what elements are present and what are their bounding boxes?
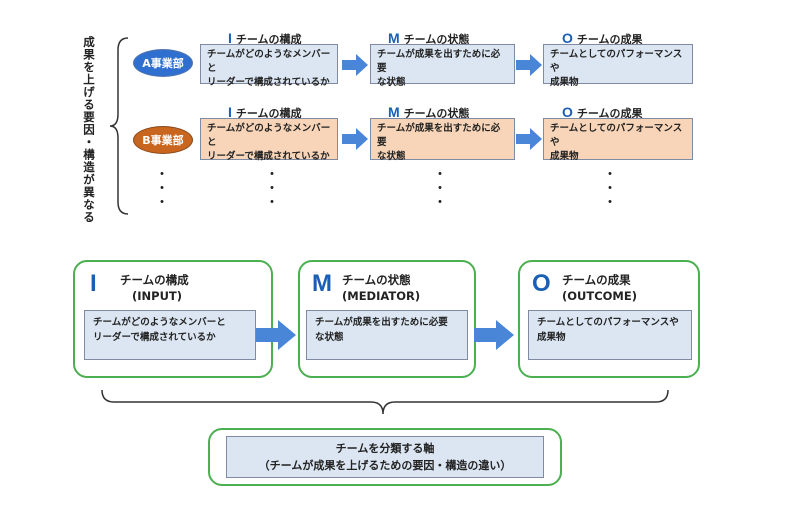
model-input-desc: チームがどのようなメンバーと リーダーで構成されているか xyxy=(84,310,256,360)
arrow-a-2 xyxy=(516,54,542,76)
row-a-mediator-box: チームが成果を出すために必要 な状態 xyxy=(370,44,515,88)
row-b-input-box: チームがどのようなメンバーと リーダーで構成されているか xyxy=(200,118,338,162)
model-mediator-letter: M xyxy=(312,270,332,297)
axis-line2: （チームが成果を上げるための要因・構造の違い） xyxy=(258,459,512,472)
dots-outcome: ・・・ xyxy=(603,167,617,211)
axis-label-box: チームを分類する軸 （チームが成果を上げるための要因・構造の違い） xyxy=(226,436,544,478)
row-a-outcome-box: チームとしてのパフォーマンスや 成果物 xyxy=(543,44,693,88)
arrow-a-1 xyxy=(342,54,368,76)
dots-mediator: ・・・ xyxy=(433,167,447,211)
arrow-b-2 xyxy=(516,128,542,150)
arrow-b-1 xyxy=(342,128,368,150)
dots-dept: ・・・ xyxy=(155,167,169,211)
model-input-letter: I xyxy=(90,270,97,297)
model-input-title: チームの構成(INPUT) xyxy=(120,273,189,303)
axis-line1: チームを分類する軸 xyxy=(335,442,435,455)
dots-input: ・・・ xyxy=(265,167,279,211)
row-a-input-box: チームがどのようなメンバーと リーダーで構成されているか xyxy=(200,44,338,88)
model-mediator-desc: チームが成果を出すために必要 な状態 xyxy=(306,310,468,360)
model-arrow-1 xyxy=(256,320,296,350)
model-outcome-letter: O xyxy=(532,270,551,297)
bottom-brace xyxy=(101,389,669,415)
row-b-outcome-box: チームとしてのパフォーマンスや 成果物 xyxy=(543,118,693,162)
dept-b-ellipse: B事業部 xyxy=(133,126,193,154)
side-label: 成果を上げる要因・構造が異なる xyxy=(82,36,96,224)
row-b-mediator-box: チームが成果を出すために必要 な状態 xyxy=(370,118,515,162)
model-mediator-title: チームの状態(MEDIATOR) xyxy=(342,273,421,303)
dept-a-ellipse: A事業部 xyxy=(133,49,193,77)
left-brace xyxy=(109,37,129,215)
model-outcome-desc: チームとしてのパフォーマンスや 成果物 xyxy=(528,310,692,360)
model-arrow-2 xyxy=(474,320,514,350)
model-outcome-title: チームの成果(OUTCOME) xyxy=(562,273,637,303)
